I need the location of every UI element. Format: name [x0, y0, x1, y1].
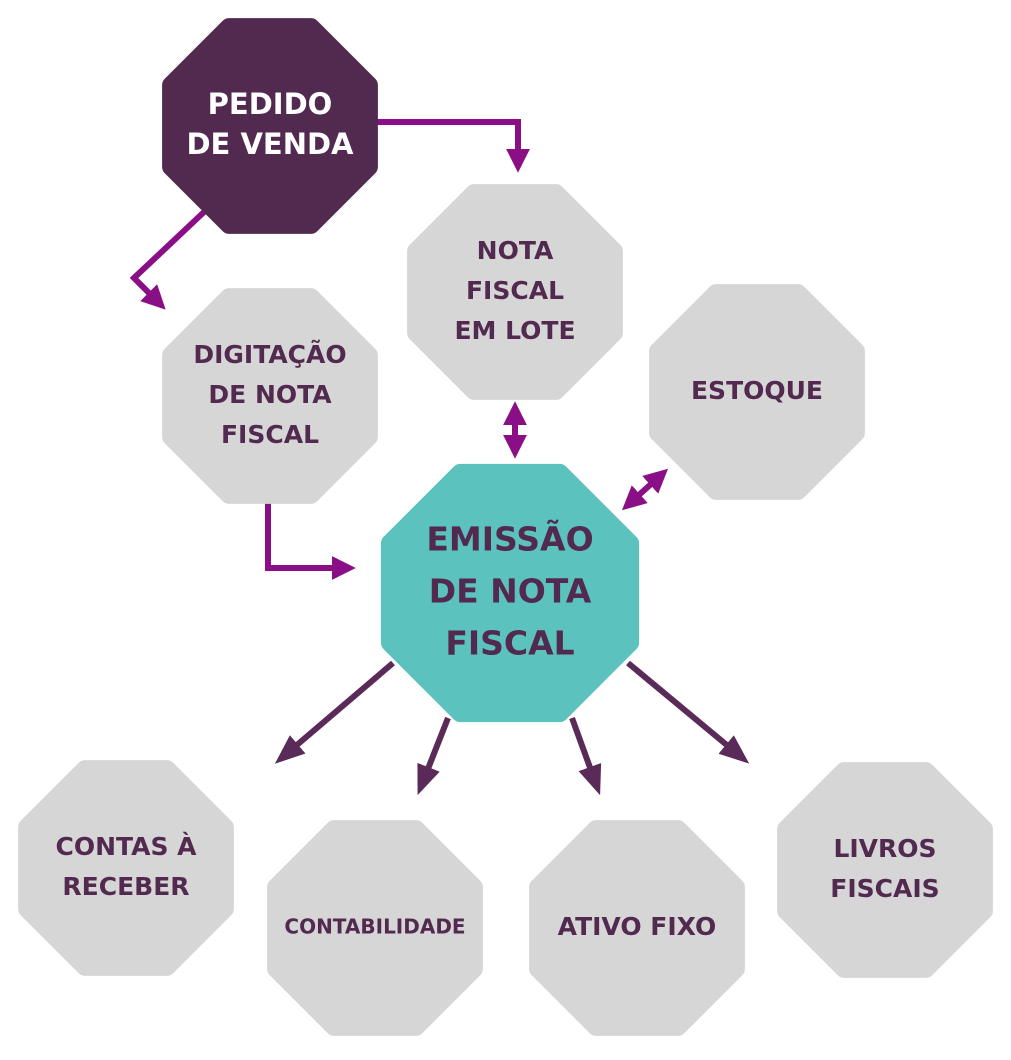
octagon-shape: [380, 463, 640, 723]
node-label-line: CONTAS À: [55, 832, 197, 861]
arrow-emissao-to-ativo-fixo: [569, 716, 602, 796]
node-label-line: EMISSÃO: [426, 519, 593, 559]
node-label-line: DE NOTA: [208, 380, 332, 409]
octagon-shape: [162, 18, 378, 234]
arrow-estoque-emissao-bidirectional: [621, 468, 669, 511]
octagon-shape: [777, 762, 993, 978]
nodes: PEDIDO DE VENDA NOTA FISCAL EM LOTE DIGITAÇ…: [18, 18, 993, 1036]
node-label-line: DE NOTA: [429, 572, 592, 611]
node-label-line: EM LOTE: [454, 316, 575, 345]
node-label-line: FISCAL: [466, 276, 564, 305]
node-nota-fiscal-em-lote: NOTA FISCAL EM LOTE: [407, 184, 623, 400]
arrow-pedido-to-digitacao: [129, 209, 207, 310]
octagon-shape: [162, 288, 378, 504]
node-contas-a-receber: CONTAS À RECEBER: [18, 760, 234, 976]
arrow-emissao-to-contas-receber: [274, 660, 395, 764]
node-label-line: PEDIDO: [208, 87, 333, 121]
node-label-line: ESTOQUE: [691, 376, 823, 405]
node-label-line: ATIVO FIXO: [558, 912, 717, 941]
node-label-line: CONTABILIDADE: [284, 915, 465, 939]
arrow-pedido-to-nota-lote: [375, 119, 530, 173]
octagon-shape: [407, 184, 623, 400]
node-label-line: FISCAL: [445, 624, 574, 663]
node-livros-fiscais: LIVROS FISCAIS: [777, 762, 993, 978]
node-emissao-de-nota-fiscal: EMISSÃO DE NOTA FISCAL: [380, 463, 640, 723]
node-ativo-fixo: ATIVO FIXO: [529, 820, 745, 1036]
arrow-emissao-to-contabilidade: [417, 716, 451, 796]
node-label-line: FISCAL: [221, 420, 319, 449]
arrow-emissao-to-livros-fiscais: [626, 660, 750, 764]
node-label-line: LIVROS: [833, 834, 936, 863]
node-label-line: RECEBER: [62, 872, 189, 901]
node-estoque: ESTOQUE: [649, 284, 865, 500]
connectors: [129, 119, 750, 796]
node-label-line: DE VENDA: [186, 127, 354, 161]
node-label-line: DIGITAÇÃO: [193, 340, 346, 369]
octagon-shape: [267, 820, 483, 1036]
arrow-digitacao-to-emissao: [265, 498, 356, 580]
node-label-line: FISCAIS: [830, 874, 939, 903]
octagon-shape: [18, 760, 234, 976]
octagon-shape: [649, 284, 865, 500]
node-digitacao-de-nota-fiscal: DIGITAÇÃO DE NOTA FISCAL: [162, 288, 378, 504]
node-pedido-de-venda: PEDIDO DE VENDA: [162, 18, 378, 234]
node-label-line: NOTA: [477, 236, 554, 265]
node-contabilidade: CONTABILIDADE: [267, 820, 483, 1036]
octagon-shape: [529, 820, 745, 1036]
